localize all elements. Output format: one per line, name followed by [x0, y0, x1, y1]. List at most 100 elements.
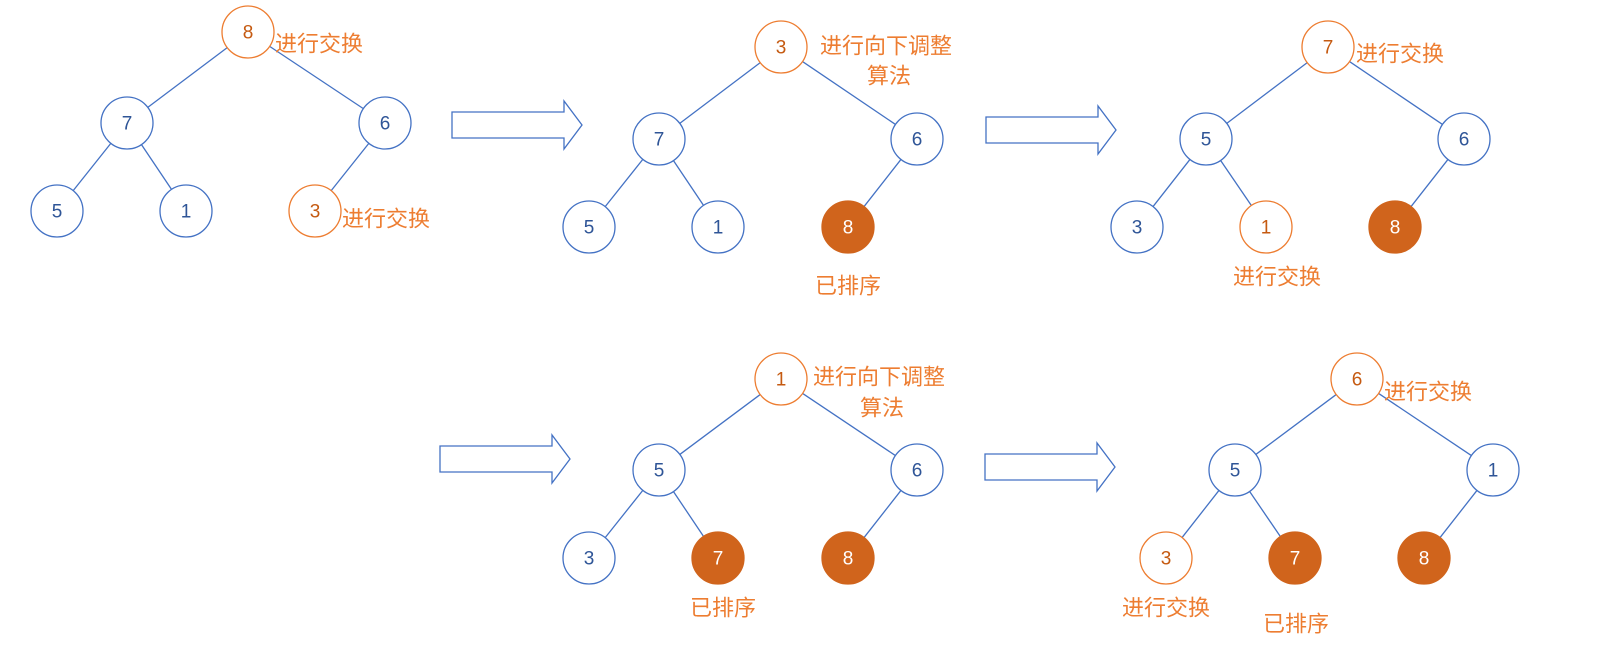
step-arrow-2 — [985, 104, 1117, 156]
tree-node-normal — [358, 96, 412, 150]
tree-node-value: 3 — [310, 202, 321, 223]
tree-node-value: 1 — [1488, 461, 1499, 482]
tree-node-value: 5 — [52, 202, 63, 223]
tree-node-value: 3 — [776, 38, 787, 59]
tree-node-highlight — [754, 20, 808, 74]
tree-node-normal — [1110, 200, 1164, 254]
step-arrow-4 — [984, 441, 1116, 493]
tree-node-highlight — [1139, 531, 1193, 585]
tree-node-highlight — [288, 184, 342, 238]
tree-node-value: 6 — [912, 130, 923, 151]
tree-node-sorted — [691, 531, 745, 585]
tree-edge — [604, 158, 644, 208]
tree-node-value: 8 — [843, 218, 854, 239]
tree-node-normal — [1179, 112, 1233, 166]
tree-node-sorted — [821, 531, 875, 585]
tree-node-highlight — [221, 5, 275, 59]
tree-node-value: 7 — [1290, 549, 1301, 570]
tree-node-normal — [691, 200, 745, 254]
tree-node-value: 3 — [584, 549, 595, 570]
tree-edge — [330, 142, 370, 192]
tree-node-value: 5 — [654, 461, 665, 482]
tree-node-value: 7 — [654, 130, 665, 151]
tree-node-value: 8 — [1419, 549, 1430, 570]
tree-node-normal — [890, 112, 944, 166]
annotation-label: 进行交换 — [275, 33, 363, 58]
annotation-label: 进行交换 — [1122, 597, 1210, 622]
tree-edge — [802, 61, 896, 125]
tree-edge — [1152, 159, 1191, 207]
tree-node-normal — [890, 443, 944, 497]
tree-node-value: 8 — [843, 549, 854, 570]
tree-edge — [679, 394, 761, 455]
tree-edge — [672, 491, 705, 537]
tree-node-value: 8 — [243, 23, 254, 44]
tree-node-value: 6 — [912, 461, 923, 482]
tree-node-value: 7 — [713, 549, 724, 570]
annotation-label: 进行交换 — [342, 208, 430, 233]
tree-node-value: 1 — [181, 202, 192, 223]
tree-node-value: 6 — [380, 114, 391, 135]
tree-node-normal — [30, 184, 84, 238]
annotation-label: 进行交换 — [1356, 43, 1444, 68]
tree-edge — [1378, 392, 1472, 457]
tree-edge — [1181, 490, 1220, 538]
tree-edge — [863, 159, 902, 207]
tree-node-normal — [159, 184, 213, 238]
tree-node-value: 8 — [1390, 218, 1401, 239]
tree-node-value: 1 — [713, 218, 724, 239]
tree-node-value: 5 — [1230, 461, 1241, 482]
tree-node-value: 7 — [122, 114, 133, 135]
annotation-label: 进行向下调整 — [820, 35, 952, 60]
tree-node-value: 3 — [1132, 218, 1143, 239]
tree-node-value: 1 — [1261, 218, 1272, 239]
tree-node-value: 6 — [1352, 370, 1363, 391]
step-arrow-3 — [439, 433, 571, 485]
tree-node-highlight — [1301, 20, 1355, 74]
tree-node-sorted — [1368, 200, 1422, 254]
tree-edge — [1255, 394, 1337, 455]
annotation-label: 进行交换 — [1384, 381, 1472, 406]
annotation-label: 进行交换 — [1233, 266, 1321, 291]
annotation-label: 进行向下调整 — [813, 366, 945, 391]
annotation-label: 已排序 — [1263, 613, 1329, 638]
tree-node-normal — [632, 443, 686, 497]
tree-node-value: 5 — [1201, 130, 1212, 151]
tree-edge — [1439, 490, 1478, 538]
tree-node-sorted — [821, 200, 875, 254]
tree-node-value: 5 — [584, 218, 595, 239]
tree-node-sorted — [1397, 531, 1451, 585]
tree-edge — [604, 489, 644, 539]
tree-node-value: 1 — [776, 370, 787, 391]
tree-edge — [147, 47, 228, 108]
tree-edge — [269, 45, 364, 110]
annotation-label: 已排序 — [815, 275, 881, 300]
tree-edge — [863, 490, 902, 538]
tree-node-value: 6 — [1459, 130, 1470, 151]
annotation-label: 算法 — [860, 397, 904, 422]
tree-edge — [72, 142, 112, 192]
tree-node-normal — [632, 112, 686, 166]
tree-node-normal — [1466, 443, 1520, 497]
tree-node-highlight — [1330, 352, 1384, 406]
annotation-label: 已排序 — [690, 597, 756, 622]
tree-edge — [679, 62, 761, 124]
step-arrow-1 — [451, 99, 583, 151]
tree-edge — [140, 144, 173, 190]
tree-node-normal — [100, 96, 154, 150]
tree-node-value: 3 — [1161, 549, 1172, 570]
tree-edge — [1220, 160, 1252, 206]
tree-node-value: 7 — [1323, 38, 1334, 59]
tree-node-highlight — [1239, 200, 1293, 254]
tree-node-highlight — [754, 352, 808, 406]
tree-edge — [802, 392, 896, 457]
tree-edge — [1349, 61, 1443, 125]
annotation-label: 算法 — [867, 65, 911, 90]
tree-node-normal — [562, 200, 616, 254]
tree-node-sorted — [1268, 531, 1322, 585]
